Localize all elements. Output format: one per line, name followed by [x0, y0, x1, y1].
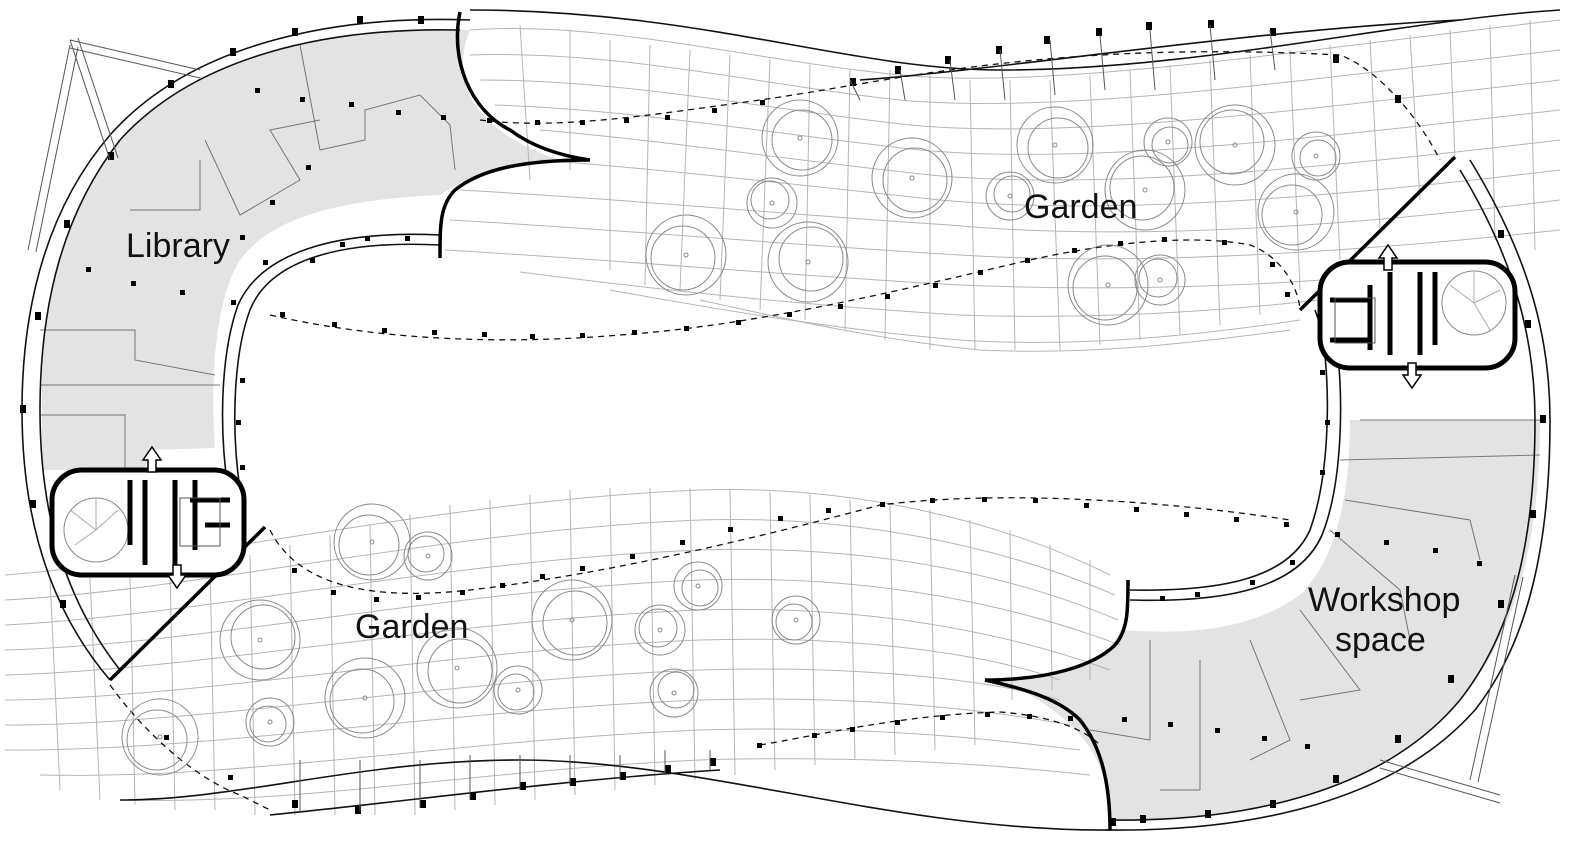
timber-lattice	[27, 24, 1524, 812]
arrow-down-icon	[1401, 362, 1423, 390]
tree-icon	[771, 595, 821, 645]
arrow-down-icon	[166, 564, 188, 590]
tree-icon	[761, 99, 839, 177]
arrow-up-icon	[1377, 243, 1399, 271]
tree-icon	[333, 503, 411, 581]
room-label-library: Library	[126, 227, 230, 265]
tree-icon	[324, 657, 406, 739]
garden-north-hatch	[444, 19, 1561, 352]
tree-icon	[1134, 254, 1186, 306]
tree-icon	[403, 531, 453, 581]
tree-icon	[493, 665, 543, 715]
room-label-workshop-line2: space	[1335, 621, 1426, 659]
room-label-workshop-space: Workshop space	[1308, 580, 1460, 660]
tree-icon	[1291, 131, 1341, 181]
tree-icon	[1257, 173, 1335, 251]
room-label-garden-north: Garden	[1024, 188, 1138, 226]
trees	[121, 99, 1341, 776]
tree-icon	[121, 698, 199, 776]
tree-icon	[416, 627, 498, 709]
tree-icon	[985, 171, 1035, 221]
tree-icon	[645, 214, 727, 296]
tree-icon	[219, 599, 301, 681]
west-core	[49, 467, 247, 578]
room-label-garden-south: Garden	[355, 608, 469, 646]
interior-partitions	[40, 44, 1541, 791]
arrow-up-icon	[141, 445, 163, 473]
columns	[86, 88, 1482, 780]
tree-icon	[1067, 244, 1149, 326]
tree-icon	[649, 668, 699, 718]
tree-icon	[767, 221, 849, 303]
room-label-workshop-line1: Workshop	[1308, 581, 1461, 619]
tree-icon	[673, 561, 723, 611]
east-core	[1317, 259, 1518, 371]
tree-icon	[245, 697, 295, 747]
tree-icon	[1016, 106, 1094, 184]
tree-icon	[1194, 104, 1276, 186]
tree-icon	[531, 579, 613, 661]
interior-fills	[41, 29, 1540, 821]
courtyard-edges	[221, 233, 1342, 602]
facade-posts	[20, 16, 1546, 826]
circulation-arrows	[141, 243, 1423, 590]
tree-icon	[1143, 117, 1193, 167]
tree-icon	[871, 137, 953, 219]
garden-south-hatch	[4, 487, 1121, 816]
tree-icon	[746, 177, 798, 229]
tree-icon	[634, 604, 686, 656]
